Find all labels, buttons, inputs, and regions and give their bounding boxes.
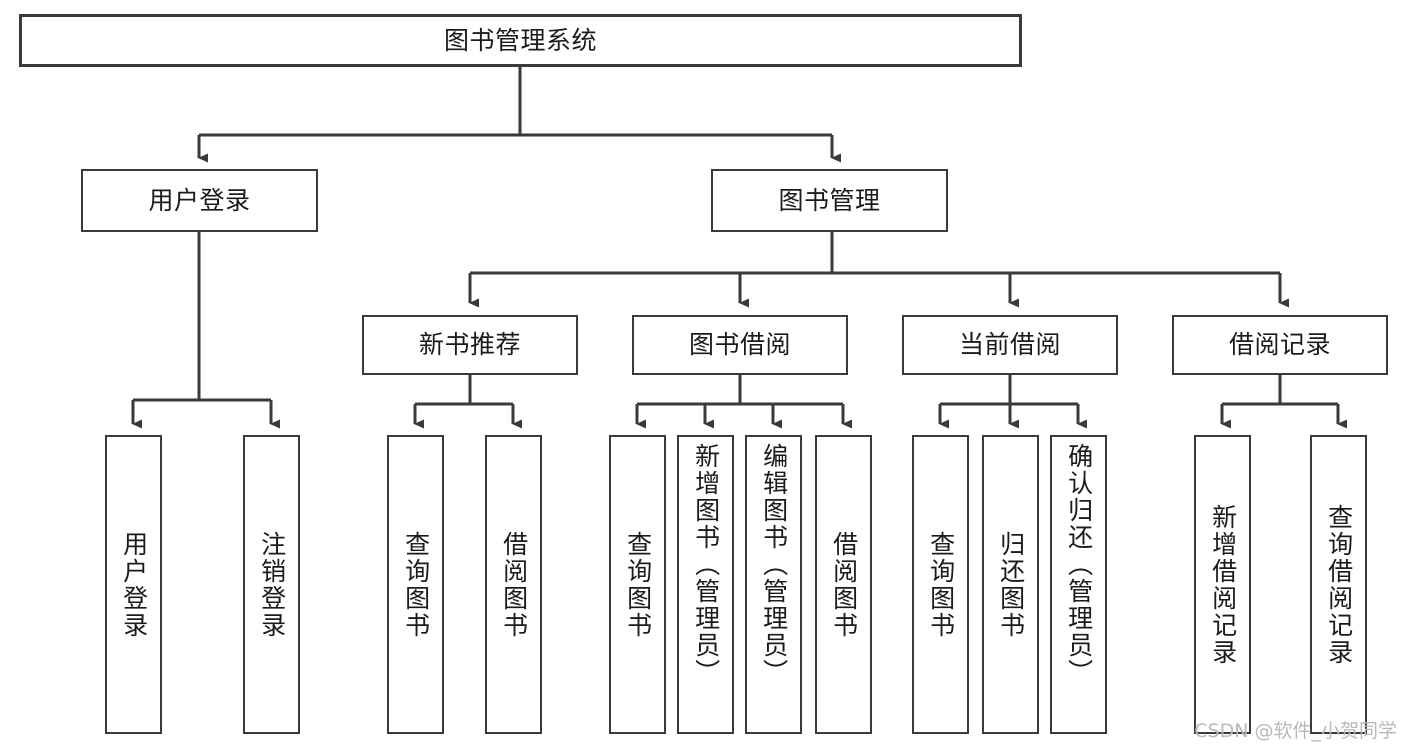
node-label: 图书管理 xyxy=(778,185,881,215)
leaf-node-query-books-borrowing[interactable]: 查询图书 xyxy=(609,435,666,734)
leaf-node-return-books[interactable]: 归还图书 xyxy=(982,435,1039,734)
node-label: 借阅图书 xyxy=(499,530,529,639)
leaf-node-confirm-return-admin[interactable]: 确认归还（管理员） xyxy=(1050,435,1107,734)
node-new-book-recommendation[interactable]: 新书推荐 xyxy=(362,315,578,375)
node-book-management[interactable]: 图书管理 xyxy=(711,169,948,232)
node-borrowing-record[interactable]: 借阅记录 xyxy=(1172,315,1388,375)
leaf-node-user-login[interactable]: 用户登录 xyxy=(105,435,162,734)
node-label: 编辑图书（管理员） xyxy=(759,443,789,686)
watermark: CSDN @软件_小贺同学 xyxy=(1194,720,1397,742)
node-label: 新增图书（管理员） xyxy=(691,443,721,686)
leaf-node-add-book-admin[interactable]: 新增图书（管理员） xyxy=(677,435,734,734)
node-label: 归还图书 xyxy=(996,530,1026,639)
node-label: 确认归还（管理员） xyxy=(1064,443,1094,686)
node-label: 查询图书 xyxy=(926,530,956,639)
node-label: 图书管理系统 xyxy=(443,25,597,55)
node-label: 用户登录 xyxy=(119,530,149,639)
node-label: 图书借阅 xyxy=(688,330,791,359)
leaf-node-query-books-recommendation[interactable]: 查询图书 xyxy=(387,435,444,734)
node-label: 借阅记录 xyxy=(1228,330,1331,359)
leaf-node-borrow-books-recommendation[interactable]: 借阅图书 xyxy=(485,435,542,734)
node-label: 用户登录 xyxy=(148,185,251,215)
node-label: 查询图书 xyxy=(623,530,653,639)
leaf-node-query-books-current[interactable]: 查询图书 xyxy=(912,435,969,734)
node-label: 当前借阅 xyxy=(958,330,1061,359)
leaf-node-logout[interactable]: 注销登录 xyxy=(243,435,300,734)
node-label: 新书推荐 xyxy=(418,330,521,359)
node-book-borrowing[interactable]: 图书借阅 xyxy=(632,315,848,375)
node-book-management-system[interactable]: 图书管理系统 xyxy=(19,14,1022,67)
node-user-login[interactable]: 用户登录 xyxy=(81,169,318,232)
leaf-node-edit-book-admin[interactable]: 编辑图书（管理员） xyxy=(745,435,802,734)
node-label: 查询图书 xyxy=(401,530,431,639)
leaf-node-add-borrow-record[interactable]: 新增借阅记录 xyxy=(1194,435,1251,734)
node-label: 新增借阅记录 xyxy=(1208,503,1238,666)
leaf-node-query-borrow-record[interactable]: 查询借阅记录 xyxy=(1310,435,1367,734)
node-label: 注销登录 xyxy=(257,530,287,639)
node-current-borrowing[interactable]: 当前借阅 xyxy=(902,315,1118,375)
leaf-node-borrow-books-borrowing[interactable]: 借阅图书 xyxy=(815,435,872,734)
node-label: 借阅图书 xyxy=(829,530,859,639)
node-label: 查询借阅记录 xyxy=(1324,503,1354,666)
